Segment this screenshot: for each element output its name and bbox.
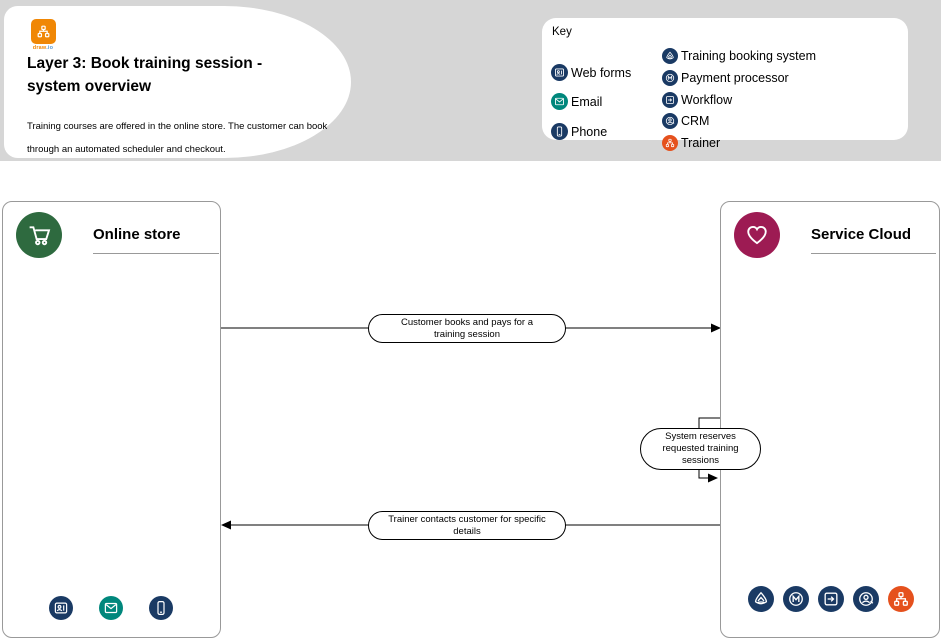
payment-processor-icon [662,70,678,86]
flow-label-trainer-contacts: Trainer contacts customer for specific d… [368,511,566,540]
legend-label: Phone [571,124,608,139]
legend-item-phone: Phone [551,123,607,140]
legend-label: Email [571,94,603,109]
phone-icon [551,123,568,140]
phone-icon [149,596,173,620]
trainer-icon [888,586,914,612]
legend: Key Web forms Email Phone Training booki… [542,18,908,151]
shopping-cart-icon [16,212,62,258]
legend-item-email: Email [551,93,602,110]
legend-item-trainer: Trainer [662,135,720,151]
legend-label: CRM [681,114,710,128]
service-cloud-system-icons [748,586,914,612]
legend-title: Key [552,26,572,38]
drawio-logo-text: draw.io [32,45,54,51]
training-booking-system-icon [662,48,678,64]
web-forms-icon [49,596,73,620]
web-forms-icon [551,64,568,81]
node-online-store: Online store [2,201,221,638]
email-icon [99,596,123,620]
legend-label: Web forms [571,65,632,80]
legend-label: Payment processor [681,71,789,85]
drawio-logo: draw.io [23,19,63,51]
email-icon [551,93,568,110]
flow-label-books-and-pays: Customer books and pays for a training s… [368,314,566,343]
heart-icon [734,212,780,258]
crm-icon [853,586,879,612]
title-underline [93,253,219,254]
online-store-channel-icons [49,596,173,620]
legend-item-web-forms: Web forms [551,64,631,81]
legend-label: Workflow [681,93,733,107]
legend-item-crm: CRM [662,113,709,129]
legend-item-payment-processor: Payment processor [662,70,789,86]
title-underline [811,253,936,254]
page-title: Layer 3: Book training session - system … [27,55,263,95]
legend-item-training-booking-system: Training booking system [662,48,816,64]
trainer-icon [662,135,678,151]
legend-label: Trainer [681,136,721,150]
crm-icon [662,113,678,129]
workflow-icon [662,92,678,108]
arrowhead-loop-icon [708,473,718,483]
legend-label: Training booking system [681,49,817,63]
legend-item-workflow: Workflow [662,92,732,108]
arrowhead-left-icon [221,520,231,530]
node-title: Online store [93,226,181,243]
node-service-cloud: Service Cloud [720,201,940,638]
training-booking-system-icon [748,586,774,612]
page-description: Training courses are offered in the onli… [27,121,328,155]
drawio-logo-icon [30,19,56,44]
title-card: draw.io Layer 3: Book training session -… [4,6,351,158]
node-title: Service Cloud [811,226,912,243]
flow-label-system-reserves: System reserves requested training sessi… [640,428,761,470]
workflow-icon [818,586,844,612]
payment-processor-icon [783,586,809,612]
